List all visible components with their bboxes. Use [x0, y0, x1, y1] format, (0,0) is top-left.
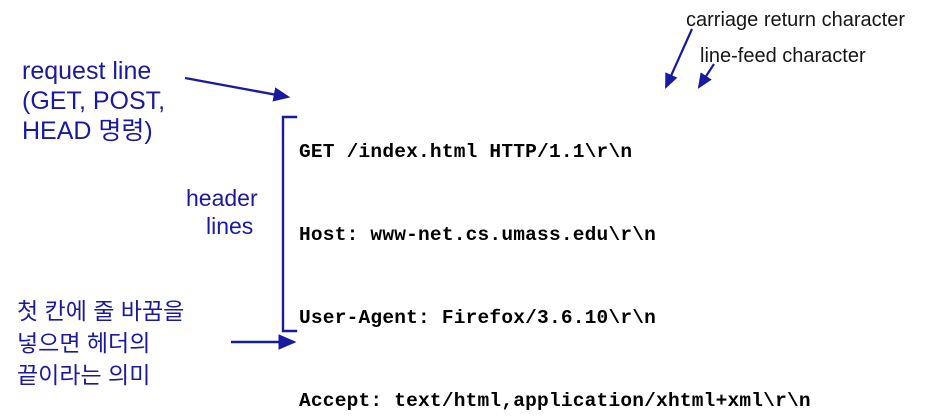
request-line-label-2: (GET, POST,	[22, 87, 166, 115]
http-request-block: GET /index.html HTTP/1.1\r\n Host: www-n…	[299, 84, 811, 417]
blank-line-label-3: 끝이라는 의미	[17, 362, 151, 388]
http-request-line: GET /index.html HTTP/1.1\r\n	[299, 141, 633, 164]
http-header-host: Host: www-net.cs.umass.edu\r\n	[299, 223, 657, 246]
request-line-label-3: HEAD 명령)	[22, 117, 153, 145]
http-header-user-agent: User-Agent: Firefox/3.6.10\r\n	[299, 306, 657, 329]
carriage-return-arrow	[664, 28, 694, 90]
request-line-label-1: request line	[22, 57, 152, 85]
carriage-return-label: carriage return character	[686, 9, 905, 31]
line-feed-label: line-feed character	[700, 45, 866, 67]
blank-line-label-1: 첫 칸에 줄 바꿈을	[17, 298, 185, 324]
request-line-arrow	[184, 76, 291, 102]
blank-line-label-2: 넣으면 헤더의	[17, 330, 151, 356]
http-header-accept: Accept: text/html,application/xhtml+xml\…	[299, 389, 811, 412]
header-lines-bracket	[281, 115, 298, 333]
header-lines-label-2: lines	[206, 213, 254, 239]
header-lines-label-1: header	[186, 185, 258, 211]
